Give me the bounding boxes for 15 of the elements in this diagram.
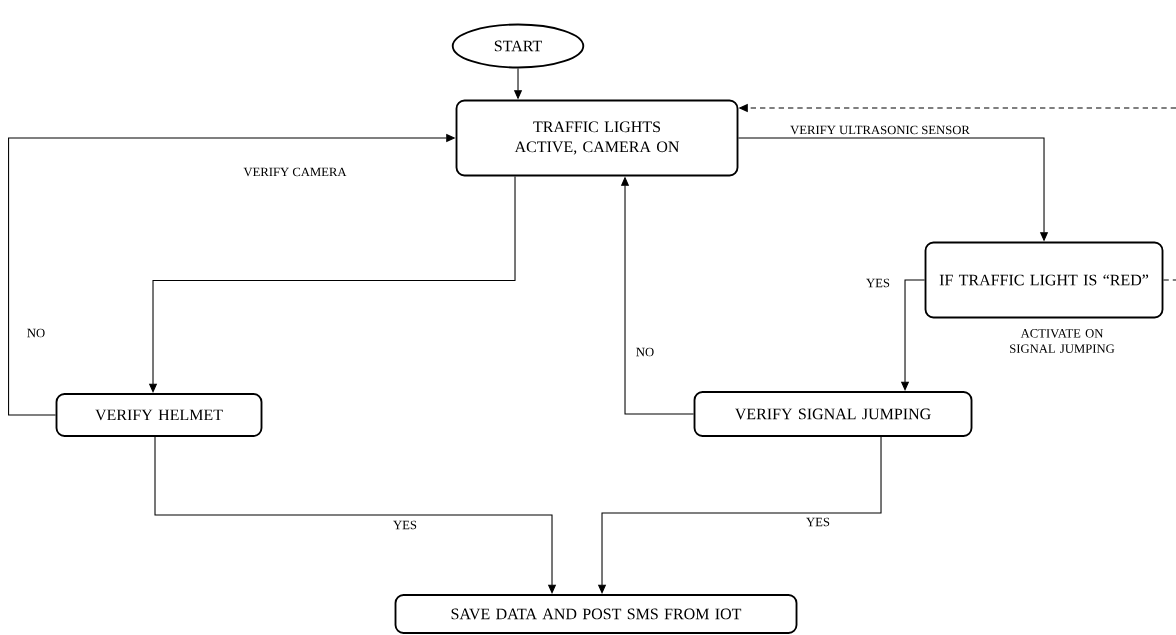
process-box: SAVE DATA AND POST SMS FROM IOT <box>394 594 798 634</box>
side-note: ACTIVATE ON SIGNAL JUMPING <box>1010 329 1115 353</box>
edge-label: YES <box>804 516 832 528</box>
edge-label: YES <box>864 277 892 289</box>
edge-label: YES <box>391 519 419 531</box>
edge-label: VERIFY ULTRASONIC SENSOR <box>788 124 972 136</box>
process-box: IF TRAFFIC LIGHT IS “RED” <box>924 241 1164 319</box>
edge-label: NO <box>634 346 656 358</box>
start-oval: START <box>451 23 585 69</box>
edge-label: NO <box>25 327 47 339</box>
process-box: VERIFY SIGNAL JUMPING <box>693 391 973 437</box>
dashed-line <box>1162 279 1176 281</box>
process-box: VERIFY HELMET <box>55 393 263 437</box>
process-box: TRAFFIC LIGHTS ACTIVE, CAMERA ON <box>455 99 739 177</box>
annotation-text: VERIFY CAMERA <box>243 167 347 177</box>
